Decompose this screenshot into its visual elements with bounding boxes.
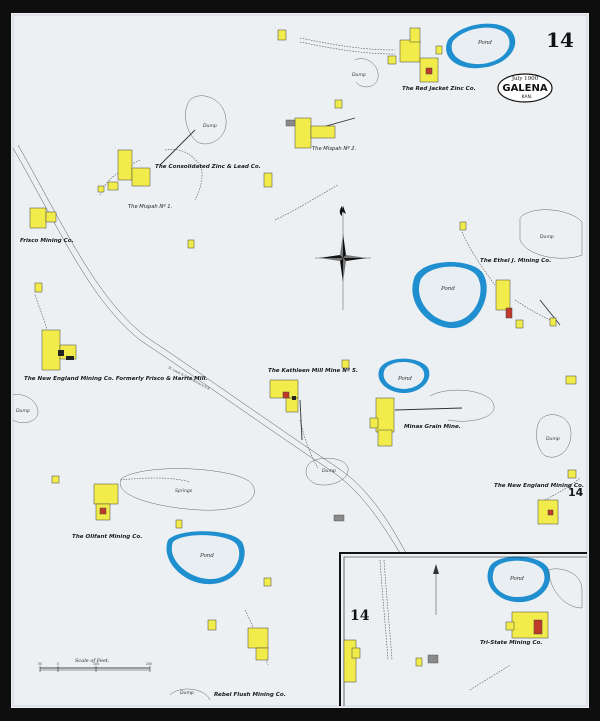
consolidated-zinc-lead-co: The Consolidated Zinc & Lead Co. The Mis… bbox=[97, 149, 261, 249]
consolidated-label: The Consolidated Zinc & Lead Co. bbox=[155, 164, 261, 170]
springs-label: Springs bbox=[175, 488, 193, 494]
scale-label: Scale of Feet. bbox=[75, 658, 110, 664]
pond-top-right: Pond bbox=[446, 23, 516, 69]
pond-label: Pond bbox=[397, 376, 412, 382]
dump-label: Dump bbox=[352, 72, 366, 78]
mispah-no-2: The Mispah Nº 2. bbox=[285, 99, 356, 152]
map-border bbox=[12, 14, 588, 707]
ethel-j-mining-co: The Ethel J. Mining Co. bbox=[459, 221, 557, 329]
inset-north-arrow-head bbox=[433, 564, 439, 574]
scale-bar: Scale of Feet. 50 0 100 200 bbox=[38, 658, 152, 672]
olifant-mining-co: The Olifant Mining Co. bbox=[51, 475, 183, 540]
dump-label: Dump bbox=[322, 468, 336, 474]
dump-label: Dump bbox=[540, 234, 554, 240]
ethel-label: The Ethel J. Mining Co. bbox=[480, 258, 551, 264]
pond-right: Pond bbox=[412, 261, 487, 329]
scale-tick: 0 bbox=[57, 662, 59, 666]
dump-label: Dump bbox=[203, 123, 217, 129]
pond-inset: Pond bbox=[487, 556, 551, 603]
tri-state-label: Tri-State Mining Co. bbox=[480, 640, 542, 646]
new-england-1-label: The New England Mining Co. Formerly Fris… bbox=[24, 376, 208, 382]
rebel-flush-label: Rebel Flush Mining Co. bbox=[214, 692, 286, 698]
kathleen-mill: The Kathleen Mill Mine Nº 5. bbox=[268, 359, 358, 413]
dump-label: Dump bbox=[546, 436, 560, 442]
frisco-label: Frisco Mining Co. bbox=[20, 238, 74, 244]
inset-sheet-number: 14 bbox=[350, 608, 370, 624]
scale-tick: 100 bbox=[93, 662, 99, 666]
pond-label: Pond bbox=[199, 553, 214, 559]
scale-tick: 200 bbox=[146, 662, 152, 666]
frisco-mining-co: Frisco Mining Co. bbox=[20, 207, 74, 293]
mispah-2-label: The Mispah Nº 2. bbox=[312, 146, 356, 152]
pond-lower-left: Pond bbox=[166, 531, 245, 585]
kathleen-label: The Kathleen Mill Mine Nº 5. bbox=[268, 367, 358, 374]
mispah-1-label: The Mispah Nº 1. bbox=[128, 204, 172, 210]
small-building bbox=[277, 29, 287, 41]
sheet-number: 14 bbox=[546, 28, 574, 52]
title-cartouche: July 1900 GALENA KAN. bbox=[497, 73, 553, 103]
pond-middle: Pond bbox=[378, 358, 430, 394]
small-building bbox=[263, 172, 273, 188]
new-england-mining-co-2: The New England Mining Co. 14 bbox=[494, 375, 584, 525]
new-england-mining-co-1: The New England Mining Co. Formerly Fris… bbox=[24, 329, 208, 382]
minas-grain-label: Minas Grain Mine. bbox=[404, 424, 461, 430]
inset-map: 14 Tri-State Mining Co. bbox=[339, 552, 587, 706]
olifant-label: The Olifant Mining Co. bbox=[72, 534, 142, 540]
pond-label: Pond bbox=[477, 40, 492, 46]
compass-rose bbox=[315, 206, 371, 310]
rebel-flush-mining-co: Rebel Flush Mining Co. bbox=[207, 577, 286, 698]
dump-label: Dump bbox=[180, 690, 194, 696]
red-jacket-label: The Red Jacket Zinc Co. bbox=[402, 86, 476, 92]
minas-grain-mine: Minas Grain Mine. bbox=[369, 397, 461, 447]
dump-label: Dump bbox=[16, 408, 30, 414]
map-paper bbox=[11, 13, 589, 708]
scale-tick: 50 bbox=[38, 662, 42, 666]
sheet-date: July 1900 bbox=[511, 76, 539, 82]
sheet-state: KAN. bbox=[522, 94, 533, 100]
red-jacket-zinc-co: The Red Jacket Zinc Co. bbox=[387, 27, 476, 92]
pond-label: Pond bbox=[440, 286, 455, 292]
new-england-2-label: The New England Mining Co. bbox=[494, 483, 584, 489]
edge-sheet-number: 14 bbox=[568, 486, 584, 499]
sheet-town: GALENA bbox=[502, 83, 548, 94]
pond-label: Pond bbox=[509, 576, 524, 582]
misc-buildings bbox=[333, 469, 577, 522]
